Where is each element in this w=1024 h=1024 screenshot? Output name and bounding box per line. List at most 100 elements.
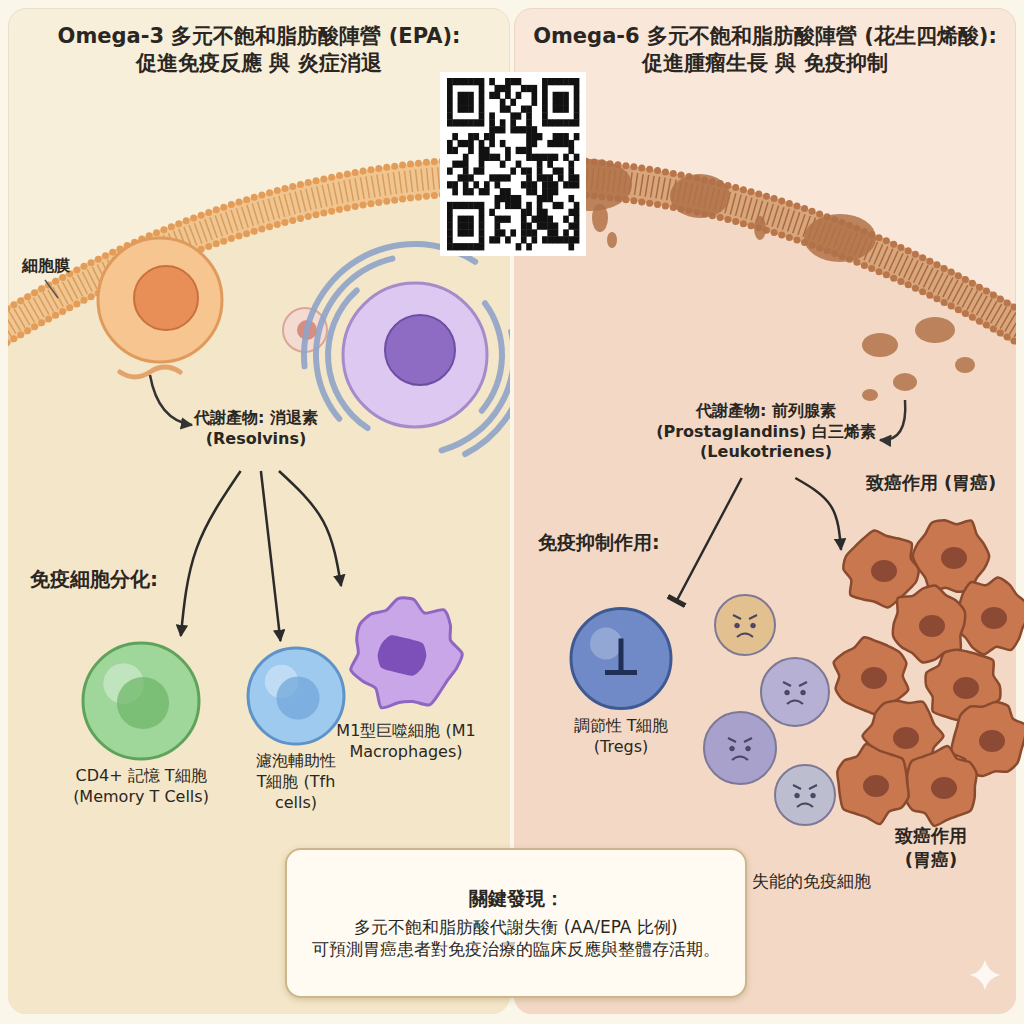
qr-module — [516, 202, 522, 209]
qr-module — [542, 209, 548, 216]
qr-module — [563, 140, 569, 147]
er-membrane — [462, 369, 510, 457]
qr-module — [463, 216, 469, 223]
qr-module — [447, 229, 453, 236]
qr-module — [553, 106, 559, 113]
cell-name: 濾泡輔助性 T細胞 (Tfh cells) — [241, 751, 351, 813]
qr-module — [574, 229, 580, 236]
sad-mouth — [787, 701, 803, 705]
qr-module — [547, 140, 553, 147]
sad-brows — [733, 615, 757, 619]
qr-module — [526, 181, 532, 188]
qr-module — [574, 99, 580, 106]
qr-module — [574, 202, 580, 209]
qr-module — [479, 161, 485, 168]
qr-module — [553, 236, 559, 243]
qr-module — [500, 106, 506, 113]
sparkle-watermark — [970, 960, 1000, 990]
qr-module — [479, 216, 485, 223]
qr-module — [526, 119, 532, 126]
qr-module — [458, 99, 464, 106]
qr-module — [458, 202, 464, 209]
qr-module — [479, 140, 485, 147]
qr-module — [558, 133, 564, 140]
cell-name: CD4+ 記憶 T細胞 (Memory T Cells) — [51, 766, 231, 808]
qr-module — [542, 112, 548, 119]
qr-module — [500, 174, 506, 181]
qr-module — [516, 92, 522, 99]
qr-module — [568, 243, 574, 250]
qr-module — [463, 222, 469, 229]
qr-module — [479, 236, 485, 243]
qr-module — [537, 222, 543, 229]
qr-module — [537, 174, 543, 181]
qr-module — [484, 147, 490, 154]
qr-module — [468, 106, 474, 113]
qr-module — [521, 222, 527, 229]
qr-module — [447, 85, 453, 92]
cell-body — [775, 765, 835, 825]
qr-module — [505, 195, 511, 202]
qr-module — [468, 222, 474, 229]
qr-module — [463, 167, 469, 174]
qr-module — [447, 243, 453, 250]
qr-module — [468, 119, 474, 126]
connectors — [181, 471, 841, 641]
qr-module — [458, 78, 464, 85]
qr-module — [447, 106, 453, 113]
qr-module — [495, 202, 501, 209]
qr-module — [479, 99, 485, 106]
qr-module — [542, 92, 548, 99]
qr-module — [568, 181, 574, 188]
qr-module — [568, 174, 574, 181]
tumor-cluster: 致癌作用 (胃癌)致癌作用 (胃癌) — [841, 471, 1021, 911]
qr-module — [447, 216, 453, 223]
qr-module — [468, 140, 474, 147]
qr-module — [558, 236, 564, 243]
macrophage-body — [351, 598, 463, 708]
tumor-nucleus — [863, 775, 889, 797]
sad-eyes — [731, 747, 750, 750]
node-shape — [51, 636, 231, 766]
qr-module — [537, 209, 543, 216]
qr-module — [447, 167, 453, 174]
qr-module — [526, 147, 532, 154]
qr-module — [516, 243, 522, 250]
qr-module — [458, 222, 464, 229]
qr-module — [500, 161, 506, 168]
membrane-label: 細胞膜 — [22, 256, 70, 277]
qr-module — [505, 216, 511, 223]
qr-module — [547, 216, 553, 223]
qr-module — [458, 106, 464, 113]
qr-module — [531, 188, 537, 195]
qr-module — [463, 188, 469, 195]
qr-module — [500, 229, 506, 236]
qr-module — [531, 92, 537, 99]
qr-module — [468, 188, 474, 195]
qr-module — [447, 78, 453, 85]
qr-module — [553, 222, 559, 229]
qr-module — [500, 126, 506, 133]
qr-module — [473, 133, 479, 140]
cell-body — [715, 595, 775, 655]
finding-heading: 關鍵發現： — [469, 886, 564, 911]
tumor-cell — [913, 521, 989, 593]
qr-module — [558, 119, 564, 126]
qr-module — [458, 229, 464, 236]
qr-module — [542, 174, 548, 181]
right-membrane — [514, 158, 1016, 1014]
qr-module — [468, 216, 474, 223]
qr-module — [526, 188, 532, 195]
tumor-nucleus — [919, 615, 945, 637]
qr-module — [542, 195, 548, 202]
node-shape — [326, 586, 486, 721]
qr-module — [495, 181, 501, 188]
metabolite-text: 代謝產物: 消退素 (Resolvins) — [191, 386, 321, 471]
qr-module — [495, 174, 501, 181]
membrane-debris — [915, 317, 955, 343]
qr-module — [516, 161, 522, 168]
qr-module — [537, 161, 543, 168]
qr-module — [479, 243, 485, 250]
qr-module — [505, 174, 511, 181]
qr-module — [531, 126, 537, 133]
